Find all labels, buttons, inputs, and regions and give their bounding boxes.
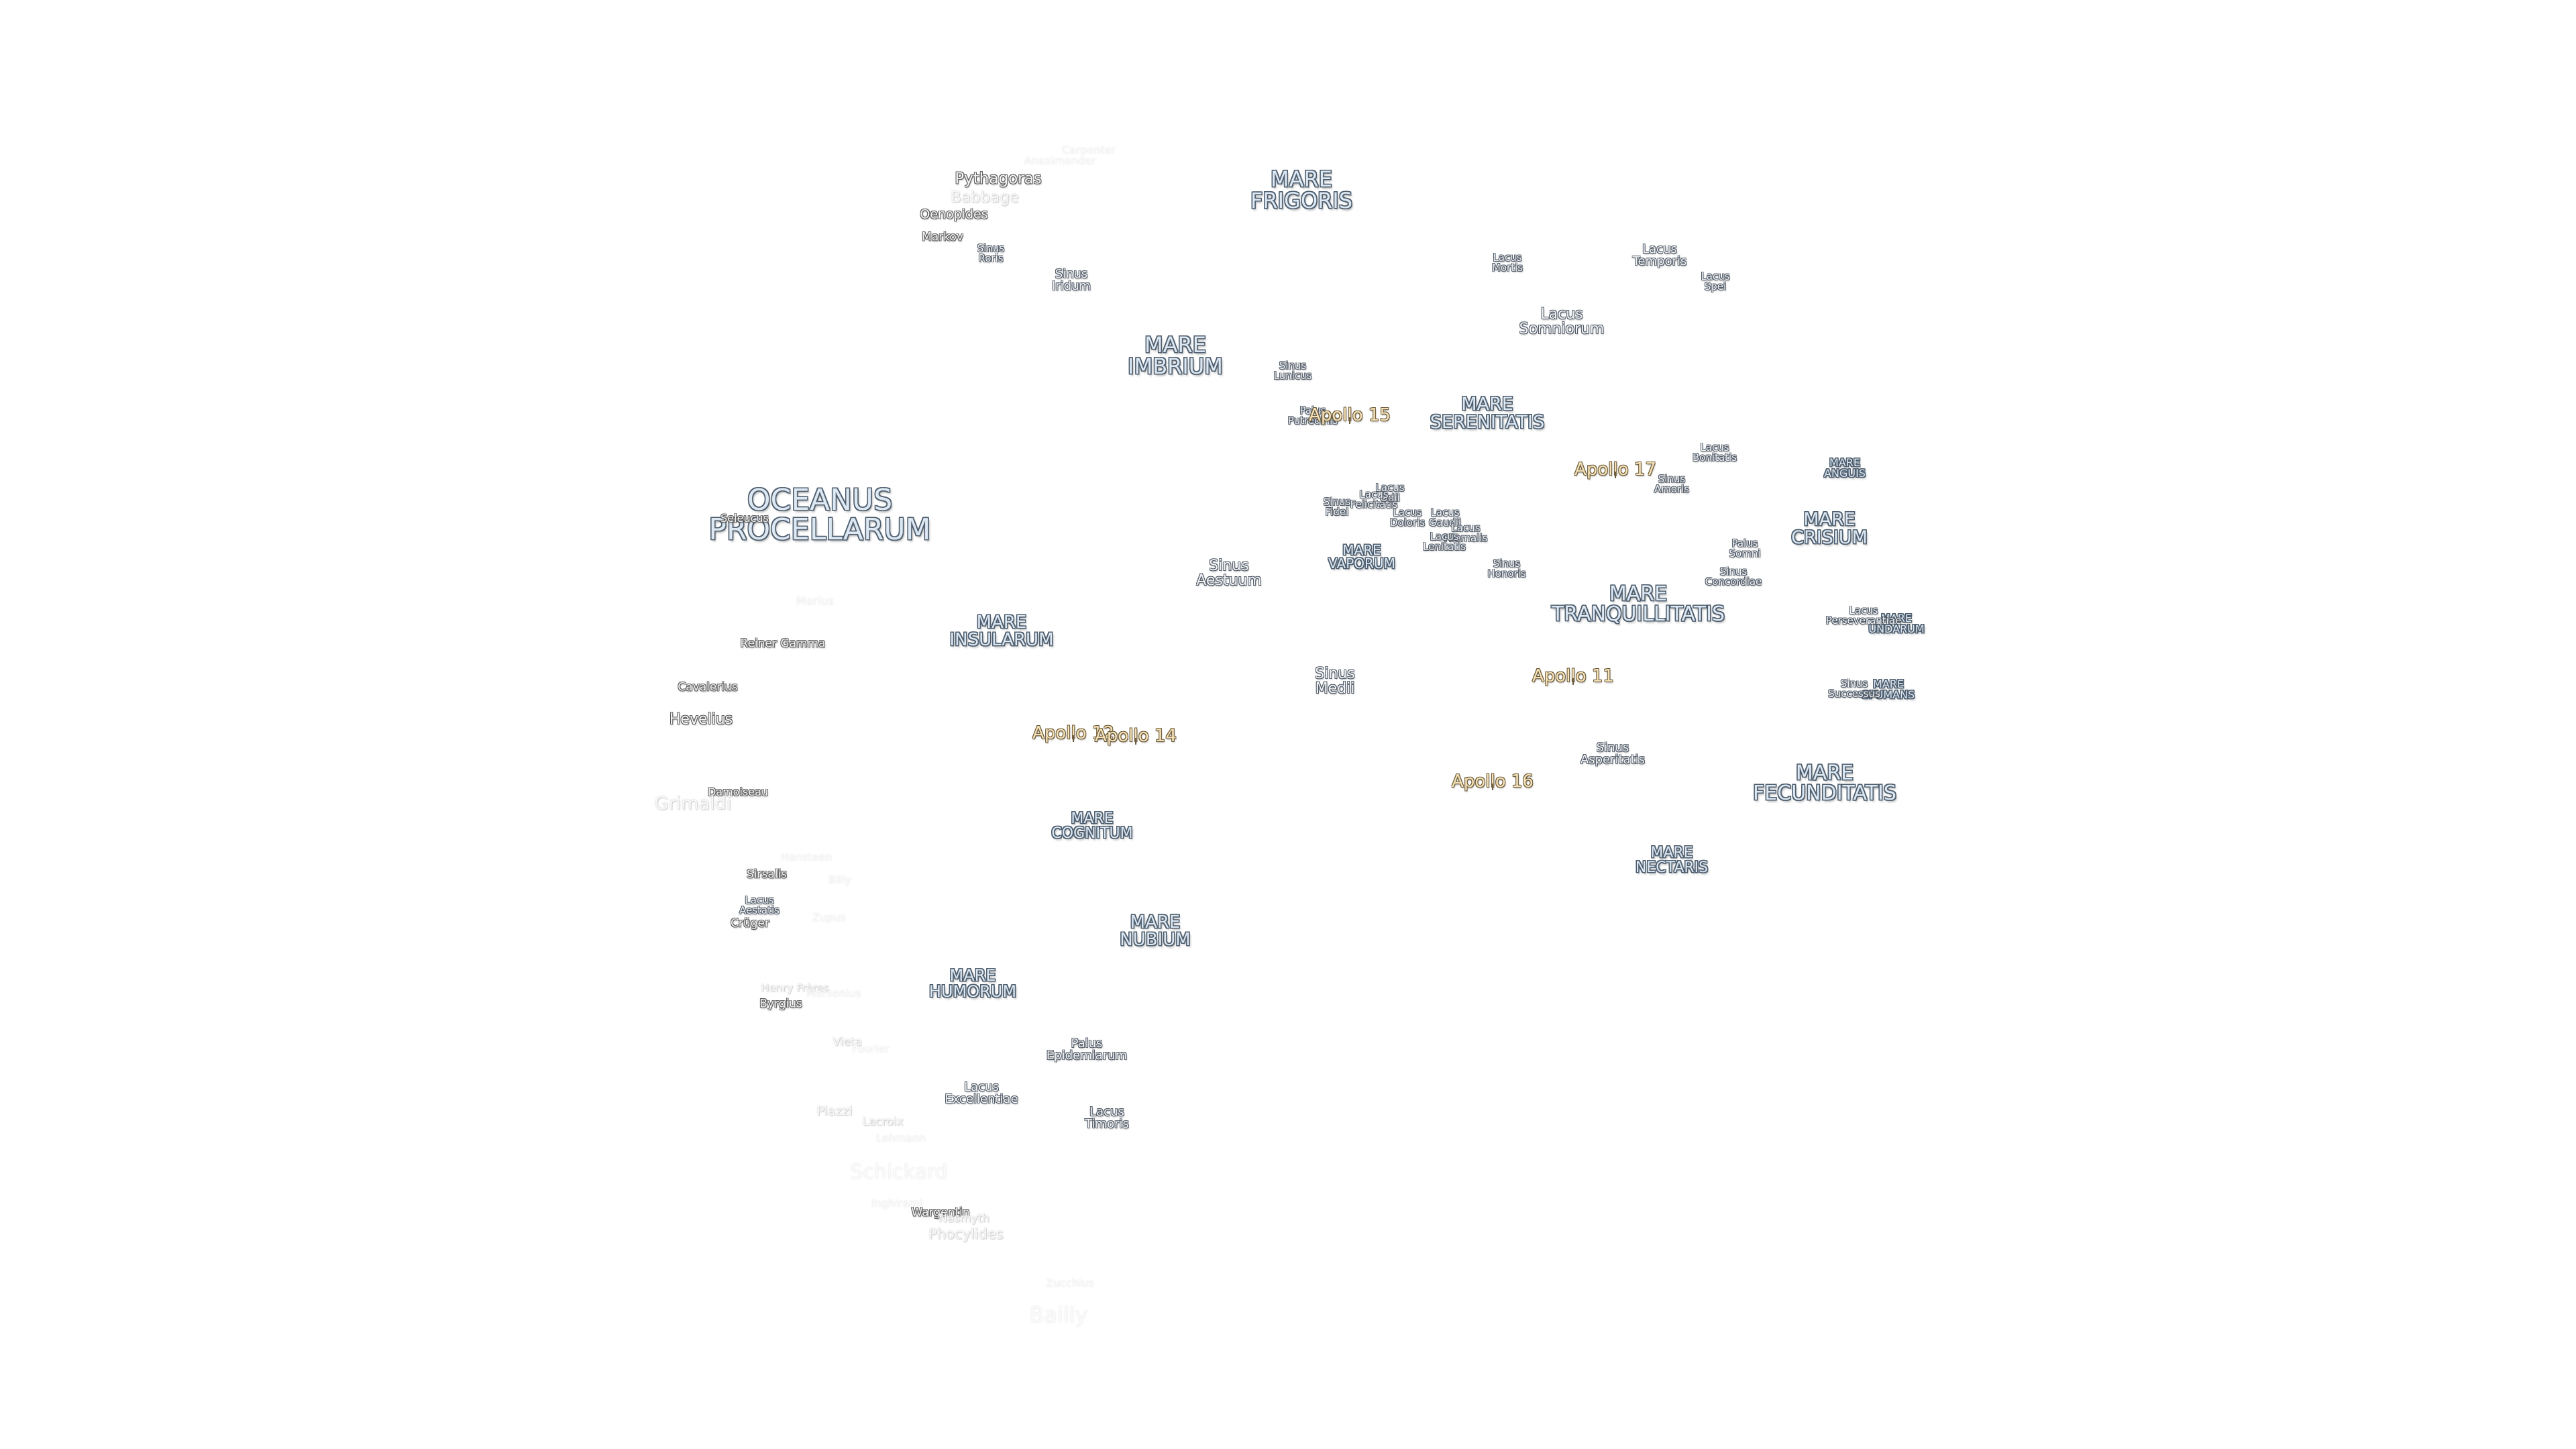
landing-site-marker [1615, 471, 1616, 478]
label-apollo-14[interactable]: Apollo 14 [1095, 727, 1177, 745]
label-mare-anguis[interactable]: MARE ANGUIS [1824, 456, 1866, 480]
label-mare-vaporum[interactable]: MARE VAPORUM [1328, 542, 1395, 572]
label-sinus-fidei[interactable]: Sinus Fidei [1323, 496, 1351, 518]
label-crater-fourier[interactable]: Fourier [851, 1042, 890, 1055]
label-crater-anaximander[interactable]: Anaximander [1024, 154, 1096, 167]
label-mare-frigoris[interactable]: MARE FRIGORIS [1250, 166, 1353, 213]
apollo-12-text: Apollo 12 [1032, 723, 1114, 743]
label-crater-markov[interactable]: Markov [922, 230, 963, 244]
label-lacus-timoris[interactable]: Lacus Timoris [1085, 1105, 1129, 1131]
label-sinus-lunicus[interactable]: Sinus Lunicus [1273, 360, 1312, 382]
label-lacus-excellentiae[interactable]: Lacus Excellentiae [945, 1080, 1018, 1106]
label-mare-nubium[interactable]: MARE NUBIUM [1120, 912, 1191, 950]
label-crater-inghirami[interactable]: Inghirami [871, 1197, 923, 1210]
label-lacus-mortis[interactable]: Lacus Mortis [1491, 252, 1523, 274]
label-crater-bailly[interactable]: Bailly [1029, 1302, 1088, 1328]
apollo-15-text: Apollo 15 [1309, 405, 1391, 425]
label-oceanus-procellarum[interactable]: OCEANUS PROCELLARUM [708, 483, 931, 547]
label-lacus-odii[interactable]: Lacus Odii [1375, 482, 1405, 504]
label-crater-piazzi[interactable]: Piazzi [816, 1104, 853, 1119]
label-mare-imbrium[interactable]: MARE IMBRIUM [1128, 332, 1223, 379]
landing-site-marker [1135, 737, 1136, 745]
label-sinus-amoris[interactable]: Sinus Amoris [1654, 473, 1690, 495]
label-apollo-15[interactable]: Apollo 15 [1309, 407, 1391, 424]
label-lacus-felicitatis[interactable]: Lacus Felicitatis [1350, 488, 1398, 511]
label-lacus-bonitatis[interactable]: Lacus Bonitatis [1692, 441, 1737, 464]
landing-site-marker [1492, 783, 1493, 790]
apollo-16-text: Apollo 16 [1452, 771, 1534, 792]
label-crater-oenopides[interactable]: Oenopides [920, 207, 988, 222]
label-crater-grimaldi[interactable]: Grimaldi [654, 793, 732, 814]
label-crater-nasmyth[interactable]: Nasmyth [938, 1212, 990, 1226]
label-sinus-successus[interactable]: Sinus Successus [1828, 678, 1880, 700]
label-apollo-17[interactable]: Apollo 17 [1574, 461, 1656, 478]
landing-site-marker [1572, 678, 1574, 685]
label-crater-vieta[interactable]: Vieta [833, 1035, 862, 1049]
label-sinus-medii[interactable]: Sinus Medii [1315, 665, 1355, 697]
label-lacus-temporis[interactable]: Lacus Temporis [1632, 242, 1687, 268]
label-palus-somni[interactable]: Palus Somni [1729, 537, 1761, 559]
label-crater-zucchius[interactable]: Zucchius [1046, 1277, 1094, 1289]
label-crater-hevelius[interactable]: Hevelius [669, 711, 733, 728]
label-lacus-doloris[interactable]: Lacus Doloris [1389, 506, 1426, 529]
label-mare-serenitatis[interactable]: MARE SERENITATIS [1430, 394, 1545, 433]
label-mare-tranquillitatis[interactable]: MARE TRANQUILLITATIS [1551, 582, 1725, 626]
label-crater-mersenius[interactable]: Mersenius [806, 987, 861, 1000]
label-mare-spumans[interactable]: MARE SPUMANS [1862, 678, 1915, 701]
label-crater-schickard[interactable]: Schickard [850, 1161, 948, 1184]
label-lacus-spei[interactable]: Lacus Spei [1701, 270, 1730, 292]
label-crater-billy[interactable]: Billy [828, 873, 851, 886]
label-crater-henry-freres[interactable]: Henry Frères [761, 981, 829, 994]
label-crater-lehmann[interactable]: Lehmann [875, 1132, 926, 1144]
landing-site-marker [1073, 735, 1074, 742]
landing-site-marker [1349, 417, 1350, 424]
label-crater-cruger[interactable]: Crüger [731, 916, 769, 930]
label-sinus-concordiae[interactable]: Sinus Concordiae [1705, 566, 1762, 588]
label-mare-humorum[interactable]: MARE HUMORUM [928, 966, 1017, 1001]
label-apollo-16[interactable]: Apollo 16 [1452, 773, 1534, 790]
label-crater-seleucus[interactable]: Seleucus [720, 512, 769, 525]
label-crater-reiner-gamma[interactable]: Reiner Gamma [740, 637, 826, 651]
label-crater-lacroix[interactable]: Lacroix [862, 1115, 904, 1129]
label-lacus-perseverantiae[interactable]: Lacus Perseverantiae [1825, 604, 1902, 627]
label-sinus-aestuum[interactable]: Sinus Aestuum [1196, 557, 1262, 589]
label-sinus-roris[interactable]: Sinus Roris [977, 242, 1005, 264]
label-crater-byrgius[interactable]: Byrgius [759, 997, 802, 1011]
label-palus-putredinis[interactable]: Palus Putredinis [1287, 405, 1338, 427]
label-crater-hansteen[interactable]: Hansteen [780, 851, 833, 863]
label-sinus-asperitatis[interactable]: Sinus Asperitatis [1580, 741, 1646, 767]
label-sinus-honoris[interactable]: Sinus Honoris [1487, 557, 1526, 580]
label-crater-marius[interactable]: Marius [796, 594, 835, 608]
label-crater-carpenter[interactable]: Carpenter [1061, 144, 1116, 156]
label-mare-nectaris[interactable]: MARE NECTARIS [1635, 845, 1709, 876]
label-lacus-lenitatis[interactable]: Lacus Lenitatis [1423, 531, 1466, 553]
label-crater-babbage[interactable]: Babbage [951, 189, 1019, 207]
label-mare-crisium[interactable]: MARE CRISIUM [1791, 509, 1868, 548]
label-lacus-hiemalis[interactable]: Lacus Hiemalis [1444, 522, 1488, 544]
label-crater-pythagoras[interactable]: Pythagoras [955, 170, 1042, 188]
label-crater-damoiseau[interactable]: Damoiseau [707, 786, 769, 798]
label-crater-sirsalis[interactable]: Sirsalis [746, 867, 788, 881]
label-crater-wargentin[interactable]: Wargentin [911, 1205, 970, 1220]
label-sinus-iridum[interactable]: Sinus Iridum [1051, 267, 1091, 293]
label-mare-fecunditatis[interactable]: MARE FECUNDITATIS [1753, 761, 1896, 805]
label-crater-phocylides[interactable]: Phocylides [928, 1226, 1004, 1242]
apollo-14-text: Apollo 14 [1095, 726, 1177, 746]
label-lacus-gaudii[interactable]: Lacus Gaudii [1428, 506, 1462, 529]
label-mare-insularum[interactable]: MARE INSULARUM [949, 612, 1054, 650]
apollo-17-text: Apollo 17 [1574, 460, 1656, 480]
label-lacus-somniorum[interactable]: Lacus Somniorum [1519, 306, 1605, 337]
label-palus-epidemiarum[interactable]: Palus Epidemiarum [1046, 1036, 1128, 1063]
label-mare-cognitum[interactable]: MARE COGNITUM [1051, 810, 1133, 842]
label-apollo-11[interactable]: Apollo 11 [1532, 667, 1614, 685]
label-apollo-12[interactable]: Apollo 12 [1032, 724, 1114, 742]
label-mare-undarum[interactable]: MARE UNDARUM [1868, 612, 1925, 635]
label-crater-cavalerius[interactable]: Cavalerius [678, 680, 738, 694]
apollo-11-text: Apollo 11 [1532, 666, 1614, 686]
label-crater-zupus[interactable]: Zupus [812, 911, 846, 924]
label-lacus-aestatis[interactable]: Lacus Aestatis [739, 894, 780, 916]
